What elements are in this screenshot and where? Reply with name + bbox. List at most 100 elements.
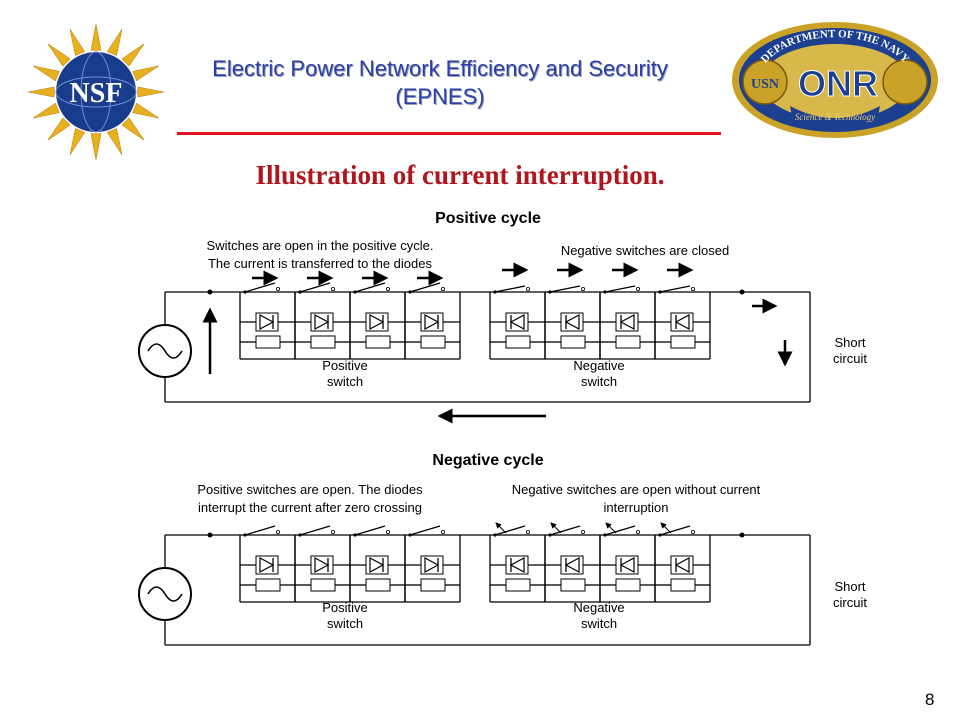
title-divider (177, 132, 721, 135)
nsf-sun-rays (27, 23, 165, 161)
resistor-box (615, 578, 641, 592)
diode-triangle (564, 313, 580, 331)
switch-contact (385, 286, 390, 291)
nsf-sun-ray (69, 29, 86, 56)
diode-triangle (424, 556, 440, 574)
switch-blade-open (244, 525, 276, 536)
positive-cycle-short-label-line1: Short (834, 335, 865, 350)
nsf-sun-ray (132, 102, 159, 119)
circuit-diagrams: Positive cycle Switches are open in the … (138, 210, 867, 646)
switch-blade (494, 285, 526, 293)
diode-box (560, 555, 584, 575)
resistor-box (310, 578, 336, 592)
diode-triangle (509, 313, 525, 331)
terminal-dot (739, 289, 745, 295)
nsf-sun-ray (33, 102, 60, 119)
switch-blade (549, 285, 581, 293)
switch-contact (440, 286, 445, 291)
nsf-sun-ray (121, 117, 145, 141)
positive-cycle-title: Positive cycle (435, 210, 541, 227)
nsf-sun-ray (106, 29, 123, 56)
nsf-sun-ray (47, 43, 71, 67)
diode-triangle (619, 313, 635, 331)
diode-triangle (509, 556, 525, 574)
switch-contact (526, 530, 531, 535)
negative-cycle-positive-switch-label-line1: Positive (322, 600, 368, 615)
switch-blade-open (659, 525, 691, 536)
negative-cycle-note-left-line1: Positive switches are open. The diodes (197, 482, 423, 497)
diode-triangle (314, 313, 330, 331)
resistor-box (505, 578, 531, 592)
switch-open-arrow (660, 522, 672, 534)
diode-triangle (564, 556, 580, 574)
nsf-globe (56, 52, 136, 132)
diode-box (255, 555, 279, 575)
page-number: 8 (925, 690, 935, 709)
diode-box (505, 555, 529, 575)
negative-cycle-negative-switch-label-line2: switch (581, 616, 617, 631)
onr-right-emblem (882, 59, 928, 105)
nsf-sun-ray (47, 117, 71, 141)
switch-contact (691, 286, 696, 291)
presentation-title-line2: (EPNES) (395, 84, 485, 109)
diode-box (365, 312, 389, 332)
resistor-box (560, 335, 586, 349)
negative-cycle-negative-switch-label-line1: Negative (573, 600, 624, 615)
diode-box (365, 555, 389, 575)
onr-logo: USN DEPARTMENT OF THE NAVY ONR Science &… (732, 22, 938, 138)
positive-cycle-note-left-line2: The current is transferred to the diodes (208, 256, 433, 271)
resistor-box (615, 335, 641, 349)
positive-cycle-positive-switch-label-line1: Positive (322, 358, 368, 373)
switch-contact (526, 286, 531, 291)
switch-contact (636, 530, 641, 535)
diode-triangle (369, 556, 385, 574)
resistor-box (365, 335, 391, 349)
negative-cycle-note-right-line1: Negative switches are open without curre… (512, 482, 761, 497)
switch-contact (581, 286, 586, 291)
negative-cycle-short-label-line2: circuit (833, 595, 867, 610)
negative-cycle-title: Negative cycle (432, 452, 543, 469)
nsf-globe-meridian (80, 51, 112, 133)
nsf-sun-ray (132, 65, 159, 82)
switch-open-arrow (495, 522, 507, 534)
diode-triangle (619, 556, 635, 574)
positive-cycle-note-right: Negative switches are closed (561, 243, 729, 258)
nsf-sun-ray (90, 23, 102, 51)
resistor-box (255, 578, 281, 592)
negative-cycle-note-left-line2: interrupt the current after zero crossin… (198, 500, 422, 515)
diode-box (420, 555, 444, 575)
onr-side-text: USN (751, 77, 779, 92)
switch-blade-open (299, 525, 331, 536)
resistor-box (310, 335, 336, 349)
switch-blade (659, 285, 691, 293)
diode-box (615, 312, 639, 332)
switch-contact (440, 530, 445, 535)
ac-source-symbol (138, 324, 192, 378)
terminal-dot (739, 532, 745, 538)
terminal-dot (207, 289, 213, 295)
switch-open-arrow (605, 522, 617, 534)
positive-cycle-note-left-line1: Switches are open in the positive cycle. (207, 238, 434, 253)
resistor-box (505, 335, 531, 349)
switch-contact (581, 530, 586, 535)
switch-contact (330, 530, 335, 535)
resistor-box (365, 578, 391, 592)
resistor-box (420, 335, 446, 349)
onr-left-emblem (742, 59, 788, 105)
positive-cycle-negative-switch-label-line1: Negative (573, 358, 624, 373)
diode-box (310, 555, 334, 575)
terminal-dot (207, 532, 213, 538)
resistor-box (670, 578, 696, 592)
switch-blade-open (604, 525, 636, 536)
diode-triangle (314, 556, 330, 574)
resistor-box (255, 335, 281, 349)
diode-box (505, 312, 529, 332)
nsf-globe-lines (55, 76, 137, 108)
negative-cycle-short-label-line1: Short (834, 579, 865, 594)
switch-blade-open (409, 525, 441, 536)
nsf-sun-ray (90, 133, 102, 161)
switch-blade-open (549, 525, 581, 536)
diode-box (310, 312, 334, 332)
switch-contact (275, 530, 280, 535)
presentation-title-line1: Electric Power Network Efficiency and Se… (212, 56, 668, 81)
